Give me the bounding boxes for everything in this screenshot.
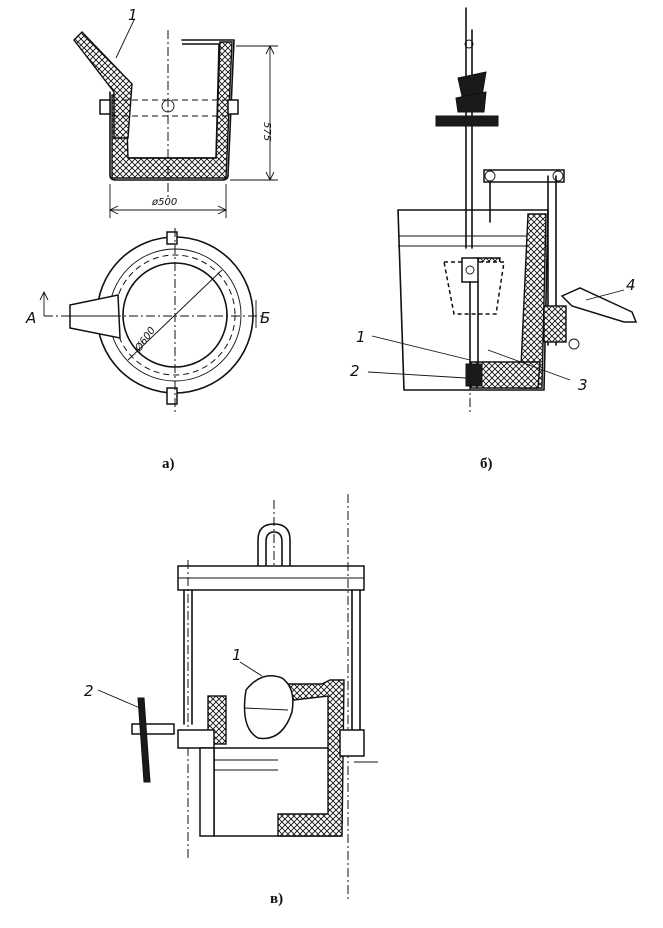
view-a-diameter-dimension: ø500 xyxy=(151,197,177,208)
caption-v: в) xyxy=(270,891,283,907)
view-b-callout-3: 3 xyxy=(578,376,588,394)
view-v-callout-1: 1 xyxy=(232,646,242,664)
view-b-stopper-ladle xyxy=(367,7,638,412)
view-v-callout-2: 2 xyxy=(84,682,94,700)
view-b-callout-1: 1 xyxy=(356,328,366,346)
view-a-height-dimension: 575 xyxy=(261,122,272,141)
view-v-teapot-ladle xyxy=(97,494,378,900)
view-a-section-right: Б xyxy=(260,309,270,327)
view-a-inner-diameter: Ø600 xyxy=(132,325,158,355)
caption-a: а) xyxy=(162,456,175,472)
caption-b: б) xyxy=(480,456,493,472)
view-a-plan xyxy=(39,228,262,412)
view-a-section-left: А xyxy=(25,309,36,327)
view-a-callout-1: 1 xyxy=(128,6,138,24)
view-b-callout-2: 2 xyxy=(350,362,360,380)
view-a-section xyxy=(73,19,278,218)
view-b-callout-4: 4 xyxy=(626,276,636,294)
